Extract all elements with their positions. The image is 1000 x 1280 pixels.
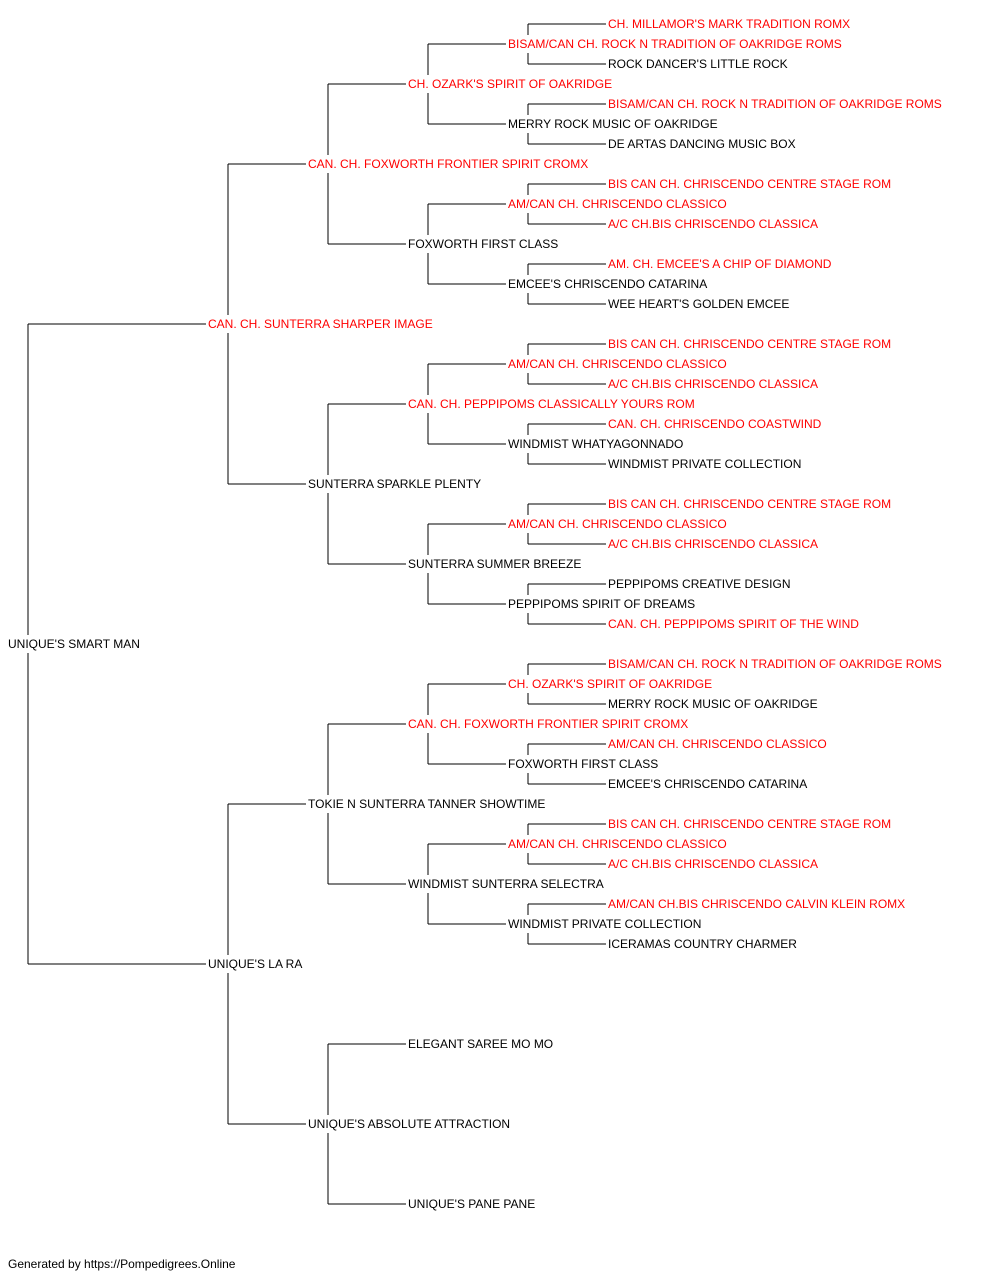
ancestor-name: CAN. CH. PEPPIPOMS SPIRIT OF THE WIND <box>608 617 859 631</box>
ancestor-name: A/C CH.BIS CHRISCENDO CLASSICA <box>608 857 818 871</box>
ancestor-name: AM/CAN CH. CHRISCENDO CLASSICO <box>508 357 727 371</box>
ancestor-name: ELEGANT SAREE MO MO <box>408 1037 553 1051</box>
ancestor-name: MERRY ROCK MUSIC OF OAKRIDGE <box>508 117 718 131</box>
ancestor-name: A/C CH.BIS CHRISCENDO CLASSICA <box>608 377 818 391</box>
ancestor-name: CAN. CH. SUNTERRA SHARPER IMAGE <box>208 317 433 331</box>
ancestor-name: CAN. CH. PEPPIPOMS CLASSICALLY YOURS ROM <box>408 397 695 411</box>
ancestor-name: BISAM/CAN CH. ROCK N TRADITION OF OAKRID… <box>508 37 842 51</box>
ancestor-name: CH. OZARK'S SPIRIT OF OAKRIDGE <box>408 77 612 91</box>
ancestor-name: AM/CAN CH. CHRISCENDO CLASSICO <box>508 837 727 851</box>
ancestor-name: CAN. CH. FOXWORTH FRONTIER SPIRIT CROMX <box>408 717 688 731</box>
ancestor-name: AM. CH. EMCEE'S A CHIP OF DIAMOND <box>608 257 832 271</box>
ancestor-name: UNIQUE'S LA RA <box>208 957 302 971</box>
ancestor-name: CAN. CH. CHRISCENDO COASTWIND <box>608 417 822 431</box>
ancestor-name: UNIQUE'S PANE PANE <box>408 1197 535 1211</box>
ancestor-name: EMCEE'S CHRISCENDO CATARINA <box>508 277 707 291</box>
ancestor-name: WINDMIST WHATYAGONNADO <box>508 437 683 451</box>
ancestor-name: AM/CAN CH. CHRISCENDO CLASSICO <box>608 737 827 751</box>
ancestor-name: BIS CAN CH. CHRISCENDO CENTRE STAGE ROM <box>608 817 891 831</box>
ancestor-name: DE ARTAS DANCING MUSIC BOX <box>608 137 796 151</box>
ancestor-name: A/C CH.BIS CHRISCENDO CLASSICA <box>608 217 818 231</box>
ancestor-name: BISAM/CAN CH. ROCK N TRADITION OF OAKRID… <box>608 97 942 111</box>
ancestor-name: BIS CAN CH. CHRISCENDO CENTRE STAGE ROM <box>608 177 891 191</box>
ancestor-name: BISAM/CAN CH. ROCK N TRADITION OF OAKRID… <box>608 657 942 671</box>
ancestor-name: CH. MILLAMOR'S MARK TRADITION ROMX <box>608 17 850 31</box>
ancestor-name: AM/CAN CH. CHRISCENDO CLASSICO <box>508 517 727 531</box>
ancestor-name: AM/CAN CH.BIS CHRISCENDO CALVIN KLEIN RO… <box>608 897 905 911</box>
ancestor-name: ROCK DANCER'S LITTLE ROCK <box>608 57 788 71</box>
ancestor-name: PEPPIPOMS CREATIVE DESIGN <box>608 577 790 591</box>
ancestor-name: CAN. CH. FOXWORTH FRONTIER SPIRIT CROMX <box>308 157 588 171</box>
ancestor-name: BIS CAN CH. CHRISCENDO CENTRE STAGE ROM <box>608 337 891 351</box>
ancestor-name: WINDMIST PRIVATE COLLECTION <box>608 457 801 471</box>
ancestor-name: FOXWORTH FIRST CLASS <box>408 237 558 251</box>
ancestor-name: SUNTERRA SPARKLE PLENTY <box>308 477 481 491</box>
ancestor-name: TOKIE N SUNTERRA TANNER SHOWTIME <box>308 797 545 811</box>
ancestor-name: A/C CH.BIS CHRISCENDO CLASSICA <box>608 537 818 551</box>
ancestor-name: AM/CAN CH. CHRISCENDO CLASSICO <box>508 197 727 211</box>
ancestor-name: WEE HEART'S GOLDEN EMCEE <box>608 297 789 311</box>
ancestor-name: MERRY ROCK MUSIC OF OAKRIDGE <box>608 697 818 711</box>
ancestor-name: WINDMIST PRIVATE COLLECTION <box>508 917 701 931</box>
ancestor-name: EMCEE'S CHRISCENDO CATARINA <box>608 777 807 791</box>
ancestor-name: UNIQUE'S ABSOLUTE ATTRACTION <box>308 1117 510 1131</box>
ancestor-name: BIS CAN CH. CHRISCENDO CENTRE STAGE ROM <box>608 497 891 511</box>
ancestor-name: PEPPIPOMS SPIRIT OF DREAMS <box>508 597 695 611</box>
subject-name: UNIQUE'S SMART MAN <box>8 637 140 651</box>
ancestor-name: FOXWORTH FIRST CLASS <box>508 757 658 771</box>
ancestor-name: SUNTERRA SUMMER BREEZE <box>408 557 581 571</box>
footer-credit: Generated by https://Pompedigrees.Online <box>8 1257 236 1271</box>
ancestor-name: CH. OZARK'S SPIRIT OF OAKRIDGE <box>508 677 712 691</box>
ancestor-name: WINDMIST SUNTERRA SELECTRA <box>408 877 604 891</box>
ancestor-name: ICERAMAS COUNTRY CHARMER <box>608 937 797 951</box>
